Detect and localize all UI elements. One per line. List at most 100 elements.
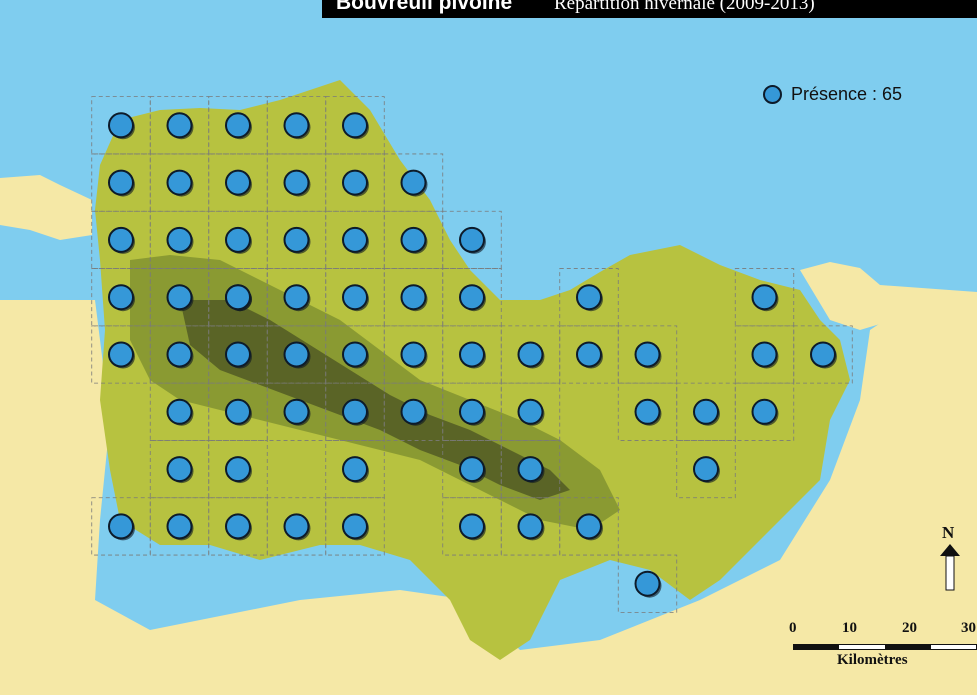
- grid-cell: [500, 382, 561, 441]
- presence-dot: [342, 284, 368, 311]
- grid-cell: [91, 153, 151, 212]
- scale-segment: [885, 645, 931, 649]
- presence-dot: [634, 570, 661, 597]
- grid-cell: [149, 210, 210, 269]
- grid-cell: [91, 497, 151, 556]
- presence-dot: [459, 226, 485, 253]
- presence-dot: [108, 226, 134, 253]
- presence-dot: [576, 341, 602, 368]
- grid-cell: [149, 96, 210, 155]
- presence-dot: [108, 284, 134, 311]
- mainland-south: [0, 300, 977, 695]
- mainland-east: [800, 262, 977, 330]
- presence-dot: [225, 112, 251, 139]
- presence-dot: [283, 226, 310, 253]
- presence-dot: [459, 398, 485, 425]
- grid-cell: [266, 96, 327, 155]
- presence-dot: [166, 284, 193, 311]
- grid-cell: [442, 325, 502, 384]
- presence-dot: [342, 398, 368, 425]
- presence-dot: [459, 284, 485, 311]
- grid-cell: [266, 325, 327, 384]
- presence-dot: [400, 226, 427, 253]
- presence-dot: [342, 513, 368, 540]
- grid-cell: [617, 382, 678, 441]
- scale-unit-label: Kilomètres: [837, 652, 908, 668]
- presence-dot: [400, 169, 427, 196]
- presence-dot: [225, 513, 251, 540]
- grid-cell: [734, 268, 795, 327]
- mainland: [0, 175, 92, 240]
- presence-marker-icon: [763, 85, 782, 104]
- presence-dot: [225, 456, 251, 483]
- presence-dot: [225, 226, 251, 253]
- presence-dot: [283, 284, 310, 311]
- presence-dot: [810, 341, 836, 368]
- grid-cell: [617, 325, 678, 384]
- grid-cell: [266, 497, 327, 556]
- north-arrow-half: [945, 555, 955, 591]
- presence-dot: [342, 341, 368, 368]
- presence-dot: [576, 284, 602, 311]
- presence-dot: [400, 341, 427, 368]
- scale-tick-30: 30: [961, 620, 976, 636]
- grid-cell: [266, 210, 327, 269]
- grid-cell: [208, 325, 268, 384]
- presence-dot: [459, 341, 485, 368]
- scale-segment: [794, 645, 839, 649]
- presence-dot: [517, 341, 544, 368]
- grid-cell: [500, 440, 561, 499]
- presence-dot: [517, 398, 544, 425]
- map-title-banner: Bouvreuil pivoine Répartition hivernale …: [322, 0, 977, 18]
- grid-cell: [266, 153, 327, 212]
- scale-bar: 0 10 20 30 Kilomètres: [780, 620, 977, 680]
- grid-cell: [208, 440, 268, 499]
- grid-cell: [442, 210, 502, 269]
- presence-dot: [108, 169, 134, 196]
- scale-tick-0: 0: [789, 620, 797, 636]
- grid-cell: [266, 268, 327, 327]
- grid-cell: [325, 268, 385, 327]
- presence-dot: [459, 456, 485, 483]
- legend-label: Présence : 65: [791, 84, 903, 104]
- grid-cell: [325, 497, 385, 556]
- presence-dot: [166, 226, 193, 253]
- grid-cell: [208, 96, 268, 155]
- grid-cell: [149, 440, 210, 499]
- presence-dot: [517, 513, 544, 540]
- grid-cell: [91, 210, 151, 269]
- presence-dot: [166, 112, 193, 139]
- presence-dot: [283, 169, 310, 196]
- grid-cell: [325, 382, 385, 441]
- presence-dots: [108, 112, 837, 598]
- grid-cell: [208, 210, 268, 269]
- presence-dot: [283, 513, 310, 540]
- grid-cell: [325, 440, 385, 499]
- presence-dot: [166, 456, 193, 483]
- presence-dot: [108, 112, 134, 139]
- grid-cell: [500, 325, 561, 384]
- grid-cell: [383, 382, 444, 441]
- presence-dot: [634, 341, 661, 368]
- grid-cell: [91, 325, 151, 384]
- grid-cell: [325, 153, 385, 212]
- presence-dot: [751, 341, 778, 368]
- presence-dot: [225, 398, 251, 425]
- grid-cell: [559, 497, 619, 556]
- presence-dot: [693, 456, 719, 483]
- grid-cell: [149, 153, 210, 212]
- grid-cell: [383, 268, 444, 327]
- grid-cell: [442, 382, 502, 441]
- grid-cell: [383, 153, 444, 212]
- grid-cell: [442, 497, 502, 556]
- grid-cell: [149, 497, 210, 556]
- grid-cell: [559, 325, 619, 384]
- survey-grid: [91, 96, 853, 613]
- presence-dot: [342, 112, 368, 139]
- north-label: N: [942, 523, 955, 542]
- presence-dot: [751, 398, 778, 425]
- peninsula-relief-low: [95, 80, 850, 660]
- presence-dot: [342, 226, 368, 253]
